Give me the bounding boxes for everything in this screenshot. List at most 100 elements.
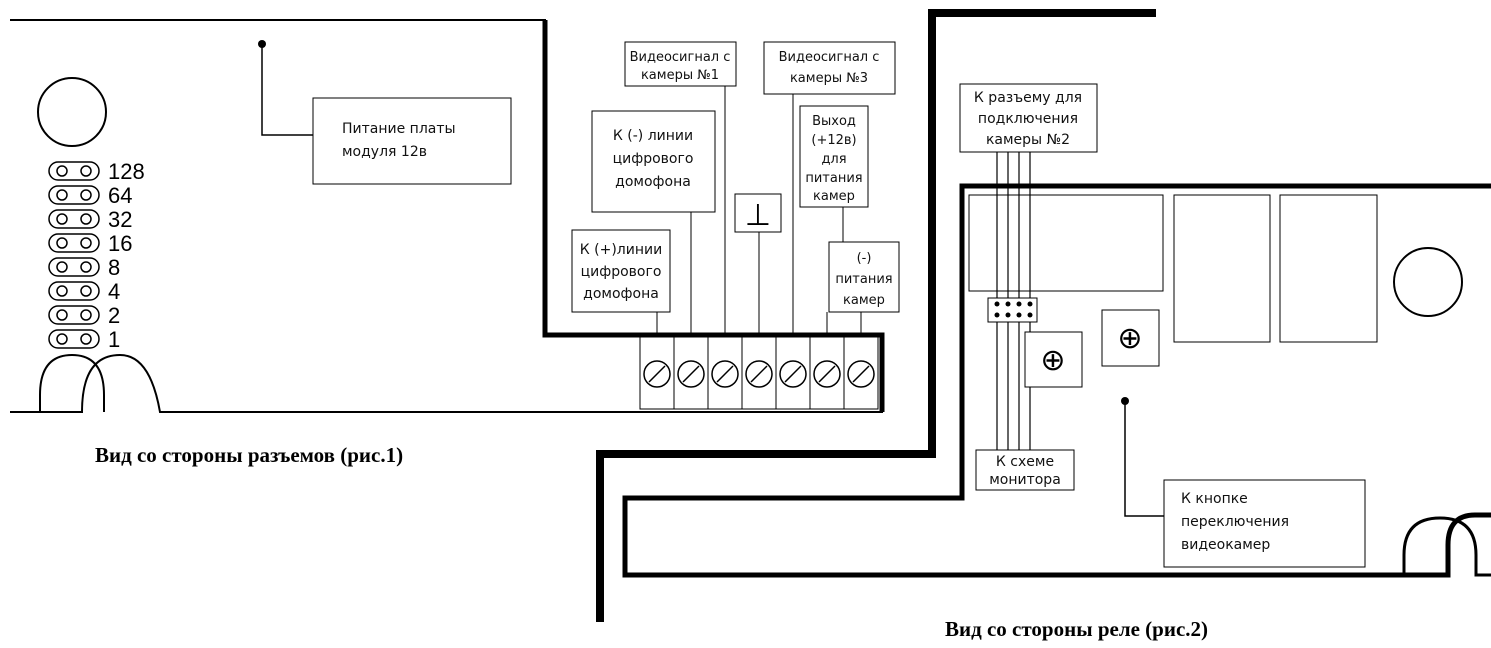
button-leader-line bbox=[1124, 401, 1164, 517]
video-cam1-line: камеры №1 bbox=[641, 68, 719, 83]
cam-minus-box bbox=[828, 241, 900, 313]
board-2-notch bbox=[1402, 516, 1491, 577]
screw-slot bbox=[818, 365, 836, 383]
jumper-pin bbox=[80, 261, 92, 273]
screw-slot bbox=[784, 365, 802, 383]
cam-minus-text: питания bbox=[835, 272, 892, 287]
jumper-value-label: 16 bbox=[108, 231, 132, 256]
mounting-hole-2-icon bbox=[1393, 247, 1463, 317]
potentiometer-2-icon: ⊕ bbox=[1117, 321, 1142, 356]
jumper-value-label: 4 bbox=[108, 279, 120, 304]
minus-line-text: К (-) линии bbox=[613, 128, 693, 144]
jumper-pin bbox=[56, 237, 68, 249]
jumper-pin bbox=[56, 189, 68, 201]
screw-icon bbox=[711, 360, 739, 388]
output-12v-text: для bbox=[821, 152, 846, 167]
cam2-connector-text: К разъему для bbox=[974, 90, 1082, 106]
ground-box bbox=[734, 193, 782, 233]
jumper-value-label: 32 bbox=[108, 207, 132, 232]
plus-line-box bbox=[571, 229, 671, 313]
figure-2-caption: Вид со стороны реле (рис.2) bbox=[945, 617, 1208, 641]
jumper-pin bbox=[80, 165, 92, 177]
jumper-pin bbox=[80, 189, 92, 201]
jumper-pin bbox=[56, 285, 68, 297]
jumper-value-label: 2 bbox=[108, 303, 120, 328]
screw-slot bbox=[648, 365, 666, 383]
cam-minus-text: камер bbox=[843, 293, 885, 308]
cam2-connector-box bbox=[959, 83, 1098, 153]
jumper-value-label: 128 bbox=[108, 159, 145, 184]
jumper-pin bbox=[56, 213, 68, 225]
relay-2 bbox=[1173, 194, 1271, 343]
plus-line-text: домофона bbox=[583, 286, 659, 302]
monitor-box bbox=[975, 449, 1075, 491]
relay-3 bbox=[1279, 194, 1378, 343]
jumper-pin bbox=[80, 237, 92, 249]
screw-slot bbox=[750, 365, 768, 383]
video-cam3-line: Видеосигнал с bbox=[779, 50, 880, 65]
video-cam1-box bbox=[624, 41, 737, 87]
mounting-notch bbox=[39, 353, 105, 412]
switch-button-box bbox=[1163, 479, 1366, 568]
jumper-pin bbox=[56, 261, 68, 273]
jumper-pin bbox=[80, 285, 92, 297]
minus-line-text: домофона bbox=[615, 174, 691, 190]
switch-button-text: К кнопке bbox=[1181, 491, 1248, 507]
output-12v-text: (+12в) bbox=[811, 133, 856, 148]
jumper-pin bbox=[80, 309, 92, 321]
monitor-text: К схеме bbox=[996, 454, 1054, 470]
power-label-line: модуля 12в bbox=[342, 144, 427, 160]
jumper-pin bbox=[56, 333, 68, 345]
monitor-text: монитора bbox=[989, 472, 1061, 488]
jumper-pin bbox=[56, 165, 68, 177]
jumper-value-label: 8 bbox=[108, 255, 120, 280]
output-12v-text: питания bbox=[805, 171, 862, 186]
cam-minus-text: (-) bbox=[857, 251, 872, 266]
ground-symbol: ⊥ bbox=[745, 198, 771, 233]
divider-line bbox=[596, 9, 1156, 622]
relay-1 bbox=[968, 194, 1164, 292]
terminal-block bbox=[639, 336, 879, 410]
switch-button-text: видеокамер bbox=[1181, 537, 1270, 553]
screw-icon bbox=[677, 360, 705, 388]
screw-icon bbox=[745, 360, 773, 388]
figure-2-relay-view: К разъему для подключения камеры №2 ⊕ ⊕ К … bbox=[622, 83, 1491, 641]
power-leader-line bbox=[261, 44, 313, 136]
jumper-pin bbox=[80, 333, 92, 345]
screw-slot bbox=[682, 365, 700, 383]
power-label-line: Питание платы bbox=[342, 121, 456, 137]
video-cam3-box bbox=[763, 41, 896, 95]
plus-line-text: К (+)линии bbox=[580, 242, 662, 258]
terminal-wires bbox=[656, 86, 862, 337]
jumper-value-label: 1 bbox=[108, 327, 120, 352]
output-12v-text: Выход bbox=[812, 114, 856, 129]
potentiometer-1-icon: ⊕ bbox=[1040, 343, 1065, 378]
jumper-pin bbox=[80, 213, 92, 225]
minus-line-text: цифрового bbox=[613, 151, 694, 167]
jumper-value-label: 64 bbox=[108, 183, 132, 208]
screw-icon bbox=[779, 360, 807, 388]
screw-slot bbox=[852, 365, 870, 383]
output-12v-text: камер bbox=[813, 189, 855, 204]
cam2-connector-text: подключения bbox=[978, 111, 1078, 127]
potentiometer-1 bbox=[1024, 331, 1083, 388]
screw-icon bbox=[643, 360, 671, 388]
power-label-box bbox=[312, 97, 512, 185]
video-cam3-line: камеры №3 bbox=[790, 71, 868, 86]
screw-icon bbox=[847, 360, 875, 388]
board-1-thick-edge bbox=[542, 20, 885, 412]
switch-button-text: переключения bbox=[1181, 514, 1289, 530]
mounting-hole-icon bbox=[37, 77, 107, 147]
cam2-connector-text: камеры №2 bbox=[986, 132, 1070, 148]
